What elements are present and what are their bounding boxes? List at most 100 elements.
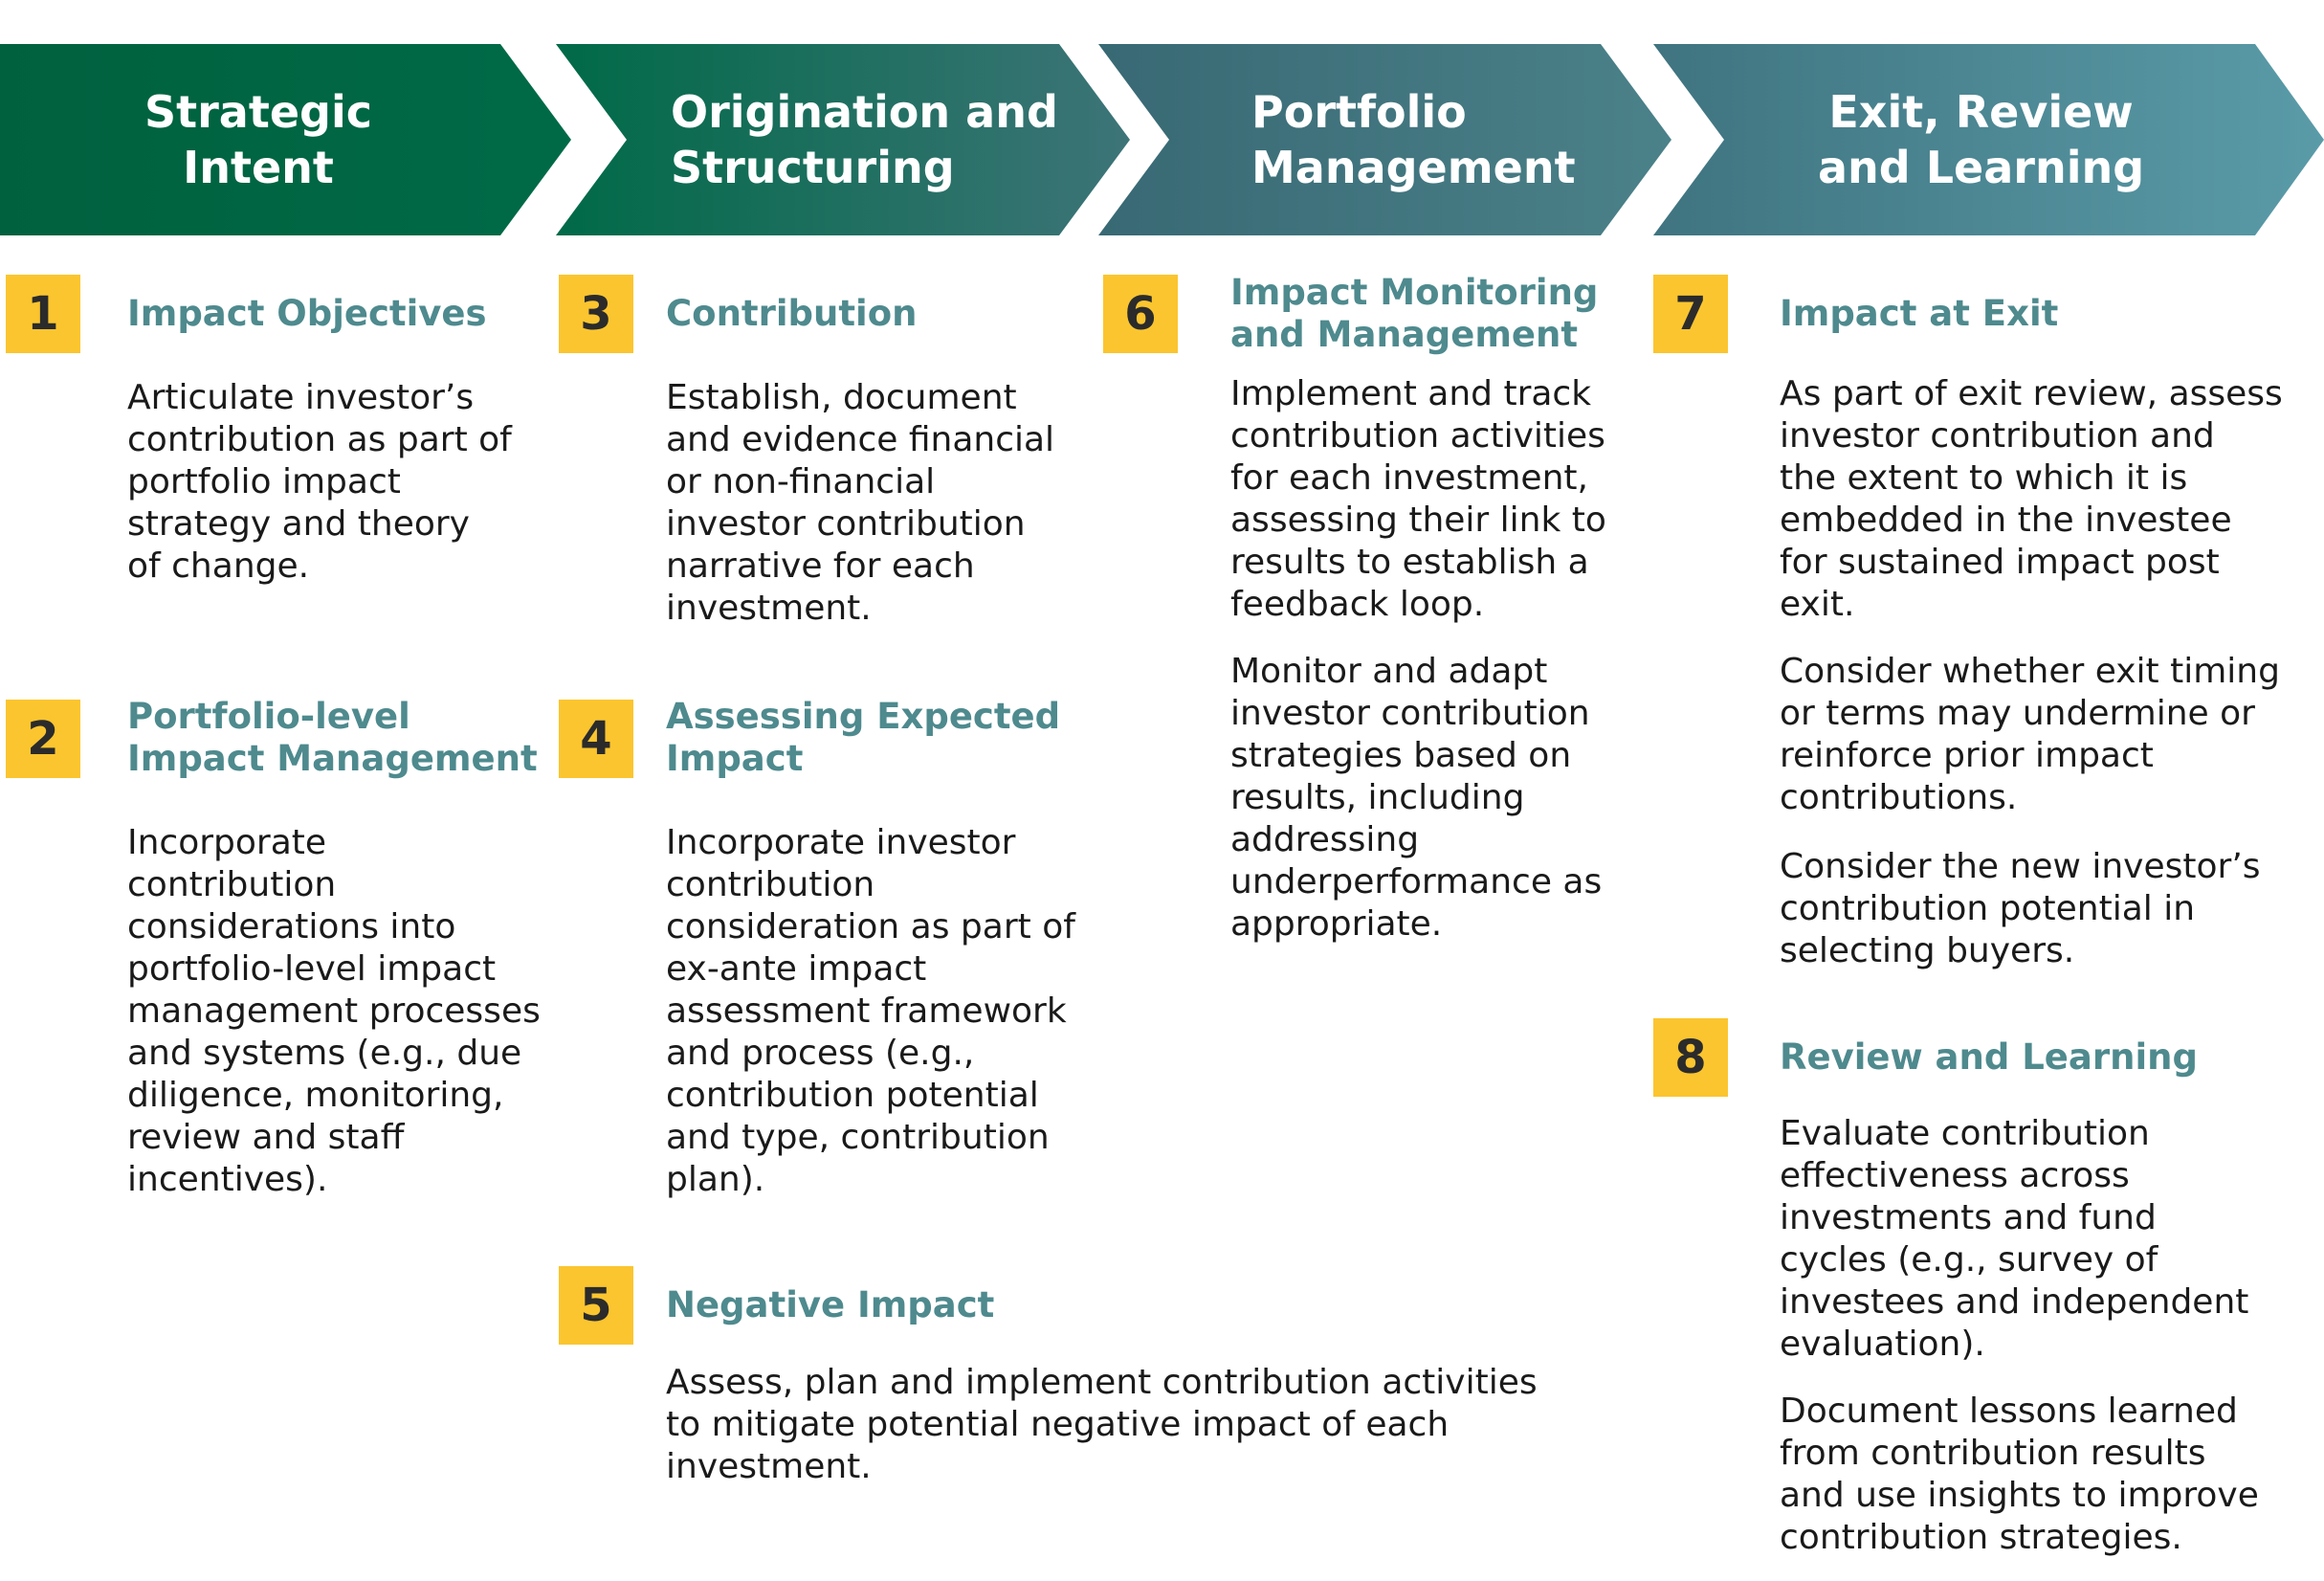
text-line: embedded in the investee: [1780, 501, 2232, 540]
step-number-badge: 2: [6, 700, 80, 778]
text-line: and process (e.g.,: [666, 1034, 975, 1073]
step-number-badge: 4: [559, 700, 633, 778]
text-line: assessment framework: [666, 991, 1067, 1031]
phase-chevron-exit-review: [1653, 44, 2324, 235]
text-line: and use insights to improve: [1780, 1476, 2259, 1515]
text-line: reinforce prior impact: [1780, 736, 2154, 775]
phase-title-line: and Learning: [1818, 142, 2145, 193]
step-title-line: Impact Monitoring: [1230, 272, 1599, 313]
step-title-assessing-expected-impact: Assessing Expected Impact: [666, 696, 1060, 780]
text-line: management processes: [127, 991, 541, 1031]
text-line: results to establish a: [1230, 543, 1589, 582]
text-line: feedback loop.: [1230, 585, 1485, 624]
step-description: Consider the new investor’s contribution…: [1780, 846, 2261, 972]
step-title-line: Assessing Expected: [666, 696, 1061, 737]
text-line: Monitor and adapt: [1230, 652, 1548, 691]
step-title-line: Impact Management: [127, 738, 538, 779]
text-line: Consider whether exit timing: [1780, 652, 2280, 691]
phase-title-line: Portfolio: [1251, 86, 1467, 138]
text-line: portfolio impact: [127, 462, 401, 501]
phase-title-exit-review: Exit, Review and Learning: [1818, 44, 2144, 235]
step-title-line: Negative Impact: [666, 1284, 995, 1325]
step-title-line: and Management: [1230, 314, 1579, 355]
phase-title-line: Exit, Review: [1828, 86, 2134, 138]
text-line: effectiveness across: [1780, 1156, 2130, 1195]
text-line: considerations into: [127, 907, 456, 946]
step-description: Evaluate contribution effectiveness acro…: [1780, 1113, 2248, 1366]
text-line: for sustained impact post: [1780, 543, 2220, 582]
step-description: Incorporate investor contribution consid…: [666, 822, 1075, 1201]
text-line: Incorporate investor: [666, 823, 1016, 862]
text-line: for each investment,: [1230, 458, 1588, 498]
step-number-badge: 3: [559, 275, 633, 353]
step-number-badge: 5: [559, 1266, 633, 1345]
text-line: Assess, plan and implement contribution …: [666, 1363, 1538, 1402]
text-line: results, including: [1230, 778, 1525, 817]
text-line: the extent to which it is: [1780, 458, 2188, 498]
step-title-impact-monitoring-and-management: Impact Monitoring and Management: [1230, 272, 1598, 356]
text-line: assessing their link to: [1230, 501, 1606, 540]
text-line: strategies based on: [1230, 736, 1572, 775]
text-line: investor contribution: [666, 504, 1026, 544]
step-number-badge: 1: [6, 275, 80, 353]
step-description: Assess, plan and implement contribution …: [666, 1362, 1538, 1488]
text-line: consideration as part of: [666, 907, 1075, 946]
text-line: cycles (e.g., survey of: [1780, 1240, 2158, 1280]
text-line: appropriate.: [1230, 904, 1443, 944]
text-line: and systems (e.g., due: [127, 1034, 522, 1073]
text-line: of change.: [127, 546, 310, 586]
text-line: investor contribution: [1230, 694, 1590, 733]
text-line: contribution as part of: [127, 420, 512, 459]
text-line: portfolio-level impact: [127, 949, 497, 989]
phase-title-strategic-intent: Strategic Intent: [144, 44, 372, 235]
step-description: Establish, document and evidence financi…: [666, 377, 1054, 630]
text-line: contribution activities: [1230, 416, 1605, 456]
text-line: incentives).: [127, 1160, 328, 1199]
text-line: to mitigate potential negative impact of…: [666, 1405, 1450, 1444]
text-line: investees and independent: [1780, 1282, 2249, 1322]
step-title-portfolio-level-impact-management: Portfolio-level Impact Management: [127, 696, 538, 780]
text-line: strategy and theory: [127, 504, 470, 544]
text-line: investor contribution and: [1780, 416, 2215, 456]
text-line: and evidence financial: [666, 420, 1055, 459]
text-line: Implement and track: [1230, 374, 1592, 413]
text-line: addressing: [1230, 820, 1420, 859]
text-line: contribution potential: [666, 1076, 1039, 1115]
phase-title-line: Management: [1251, 142, 1576, 193]
step-title-line: Contribution: [666, 293, 918, 334]
step-title-contribution: Contribution: [666, 293, 918, 335]
phase-chevron-strategic-intent: [0, 44, 571, 235]
text-line: As part of exit review, assess: [1780, 374, 2283, 413]
step-number-badge: 6: [1103, 275, 1178, 353]
text-line: contribution: [666, 865, 875, 904]
step-title-line: Impact Objectives: [127, 293, 487, 334]
phase-title-line: Intent: [183, 142, 334, 193]
text-line: Document lessons learned: [1780, 1392, 2238, 1431]
phase-title-line: Origination and: [671, 86, 1058, 138]
step-title-impact-at-exit: Impact at Exit: [1780, 293, 2058, 335]
step-description: Document lessons learned from contributi…: [1780, 1391, 2259, 1559]
step-title-line: Portfolio-level: [127, 696, 410, 737]
text-line: contribution: [127, 865, 337, 904]
text-line: plan).: [666, 1160, 765, 1199]
step-number-badge: 8: [1653, 1018, 1728, 1097]
step-title-impact-objectives: Impact Objectives: [127, 293, 487, 335]
phase-chevron-origination: [556, 44, 1130, 235]
step-title-line: Impact: [666, 738, 804, 779]
text-line: selecting buyers.: [1780, 931, 2075, 970]
text-line: diligence, monitoring,: [127, 1076, 504, 1115]
text-line: review and staff: [127, 1118, 405, 1157]
phase-title-line: Structuring: [671, 142, 955, 193]
text-line: exit.: [1780, 585, 1855, 624]
step-description: Articulate investor’s contribution as pa…: [127, 377, 512, 588]
text-line: underperformance as: [1230, 862, 1603, 902]
phase-chevron-portfolio-management: [1098, 44, 1671, 235]
text-line: or non-financial: [666, 462, 936, 501]
text-line: contribution potential in: [1780, 889, 2196, 928]
text-line: investment.: [666, 589, 872, 628]
text-line: investments and fund: [1780, 1198, 2157, 1237]
text-line: Establish, document: [666, 378, 1017, 417]
step-title-line: Review and Learning: [1780, 1036, 2198, 1078]
phase-title-portfolio-management: Portfolio Management: [1251, 44, 1576, 235]
text-line: from contribution results: [1780, 1434, 2206, 1473]
